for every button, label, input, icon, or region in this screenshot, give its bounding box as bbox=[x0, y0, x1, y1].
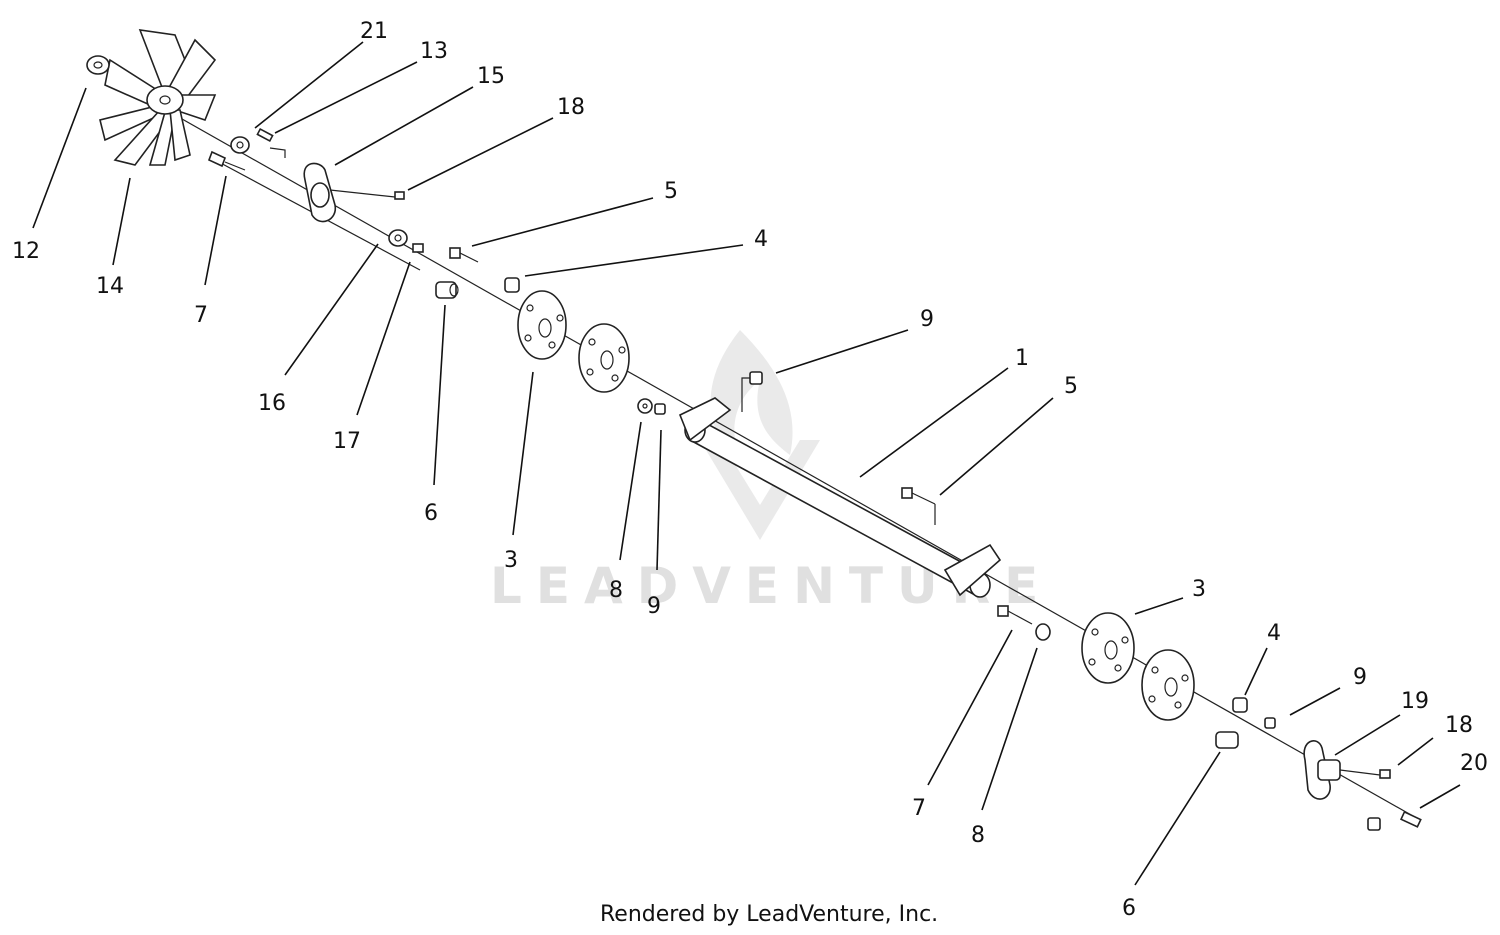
flange-disc-3b-upper bbox=[578, 323, 630, 393]
callout-18: 18 bbox=[557, 95, 585, 120]
nut-9-lower bbox=[1264, 717, 1276, 729]
callout-20: 20 bbox=[1460, 751, 1488, 776]
callout-3: 3 bbox=[1192, 577, 1206, 602]
washer-16 bbox=[388, 229, 408, 247]
bolt-7-lower bbox=[997, 605, 1033, 625]
washer-12 bbox=[86, 55, 110, 75]
callout-3: 3 bbox=[504, 548, 518, 573]
screw-17 bbox=[412, 243, 424, 253]
shaft-bracket-left bbox=[678, 397, 732, 442]
shaft-bracket-right bbox=[943, 543, 1002, 597]
callout-14: 14 bbox=[96, 274, 124, 299]
leader-lines bbox=[32, 41, 1461, 886]
callout-5: 5 bbox=[1064, 374, 1078, 399]
nut-4-lower bbox=[1232, 697, 1248, 713]
callout-labels: 21 13 15 18 12 14 7 5 4 16 17 6 3 9 1 5 … bbox=[12, 19, 1488, 921]
washer-8-lower bbox=[1035, 623, 1051, 641]
washer-8-middle bbox=[637, 398, 653, 414]
nut-9-middle bbox=[654, 403, 666, 415]
callout-8: 8 bbox=[971, 823, 985, 848]
callout-13: 13 bbox=[420, 39, 448, 64]
callout-8: 8 bbox=[609, 578, 623, 603]
callout-7: 7 bbox=[912, 796, 926, 821]
callout-7: 7 bbox=[194, 303, 208, 328]
callout-12: 12 bbox=[12, 239, 40, 264]
callout-6: 6 bbox=[1122, 896, 1136, 921]
bearing-flange-19 bbox=[1303, 740, 1391, 800]
fan-blade bbox=[99, 29, 217, 166]
callout-4: 4 bbox=[754, 227, 768, 252]
callout-17: 17 bbox=[333, 429, 361, 454]
callout-9: 9 bbox=[920, 307, 934, 332]
callout-9: 9 bbox=[1353, 665, 1367, 690]
shaft-assembly bbox=[174, 114, 1421, 821]
callout-21: 21 bbox=[360, 19, 388, 44]
callout-1: 1 bbox=[1015, 346, 1029, 371]
bolt-7-upper bbox=[207, 150, 246, 171]
callout-5: 5 bbox=[664, 179, 678, 204]
callout-15: 15 bbox=[477, 64, 505, 89]
nut-9-upper bbox=[741, 371, 763, 412]
bushing-6-upper bbox=[435, 281, 459, 299]
bolt-5-lower bbox=[901, 487, 936, 525]
callout-9: 9 bbox=[647, 594, 661, 619]
flange-disc-3-upper bbox=[517, 290, 567, 360]
callout-6: 6 bbox=[424, 501, 438, 526]
pin-20 bbox=[1399, 810, 1422, 828]
key-13-21 bbox=[256, 127, 286, 158]
bearing-flange-15 bbox=[303, 162, 405, 223]
flange-disc-3b-lower bbox=[1141, 649, 1195, 721]
footer-credit: Rendered by LeadVenture, Inc. bbox=[600, 902, 938, 927]
callout-4: 4 bbox=[1267, 621, 1281, 646]
callout-16: 16 bbox=[258, 391, 286, 416]
nut-4-upper bbox=[504, 277, 520, 293]
bolt-5-upper bbox=[449, 247, 479, 263]
nut-bottom bbox=[1367, 817, 1381, 831]
bushing-6-lower bbox=[1215, 731, 1239, 749]
callout-18: 18 bbox=[1445, 713, 1473, 738]
flange-disc-3-lower bbox=[1081, 612, 1135, 684]
callout-19: 19 bbox=[1401, 689, 1429, 714]
washer-fan-hub bbox=[230, 136, 250, 154]
